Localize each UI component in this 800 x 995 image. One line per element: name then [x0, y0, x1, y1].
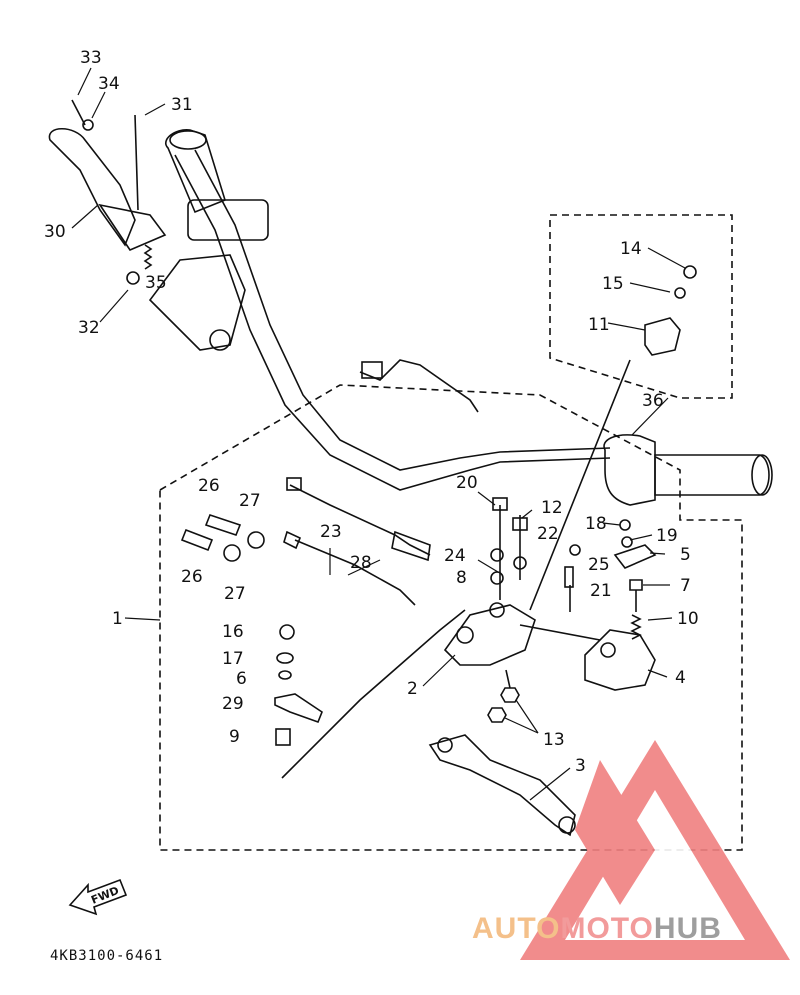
- callout-16: 16: [222, 622, 244, 642]
- nuts: [487, 669, 520, 723]
- lower-left-parts: [274, 609, 466, 779]
- callout-21: 21: [590, 581, 612, 601]
- callout-29: 29: [222, 694, 244, 714]
- callout-18: 18: [585, 514, 607, 534]
- callout-26-top: 26: [198, 476, 220, 496]
- callout-8: 8: [456, 568, 467, 588]
- upper-cable: [359, 359, 479, 413]
- dashed-boundary-switch: [549, 214, 733, 399]
- callout-26-bottom: 26: [181, 567, 203, 587]
- watermark-logo: [520, 740, 790, 960]
- callout-23: 23: [320, 522, 342, 542]
- callout-2: 2: [407, 679, 418, 699]
- brake-lever: [428, 734, 576, 837]
- callout-20: 20: [456, 473, 478, 493]
- part-number: 4KB3100-6461: [50, 948, 163, 964]
- callout-9: 9: [229, 727, 240, 747]
- callout-10: 10: [677, 609, 699, 629]
- callout-34: 34: [98, 74, 120, 94]
- callout-27-top: 27: [239, 491, 261, 511]
- handlebar: [165, 129, 611, 491]
- callout-7: 7: [680, 576, 691, 596]
- callout-1: 1: [112, 609, 123, 629]
- callout-13: 13: [543, 730, 565, 750]
- adjuster-bolts: [180, 514, 265, 562]
- fwd-arrow-icon: FWD: [68, 878, 128, 916]
- lever-holder: [519, 585, 656, 691]
- callout-17: 17: [222, 649, 244, 669]
- switch-housing: [529, 359, 773, 611]
- callout-11: 11: [588, 315, 610, 335]
- callout-25: 25: [588, 555, 610, 575]
- watermark-auto: AUTO: [472, 912, 561, 945]
- callout-27-bottom: 27: [224, 584, 246, 604]
- clutch-cable: [283, 477, 431, 606]
- callout-4: 4: [675, 668, 686, 688]
- callout-3: 3: [575, 756, 586, 776]
- watermark-moto: MOTO: [560, 912, 654, 945]
- leader-lines: [71, 67, 686, 801]
- switch-part: [644, 265, 697, 356]
- callout-30: 30: [44, 222, 66, 242]
- lever-bracket: [443, 497, 536, 666]
- callout-33: 33: [80, 48, 102, 68]
- watermark-hub: HUB: [653, 912, 722, 945]
- callout-14: 14: [620, 239, 642, 259]
- callout-22: 22: [537, 524, 559, 544]
- callout-32: 32: [78, 318, 100, 338]
- watermark-text: AUTOMOTOHUB: [472, 912, 722, 946]
- callout-31: 31: [171, 95, 193, 115]
- callout-labels: 33 34 31 30 35 32 14 15 11 36 20 12 22 1…: [44, 48, 699, 776]
- callout-15: 15: [602, 274, 624, 294]
- callout-6: 6: [236, 669, 247, 689]
- callout-28: 28: [350, 553, 372, 573]
- callout-5: 5: [680, 545, 691, 565]
- callout-35: 35: [145, 273, 167, 293]
- left-lever-assembly: [48, 99, 269, 351]
- dashed-boundary-main: [159, 384, 743, 851]
- callout-19: 19: [656, 526, 678, 546]
- callout-36: 36: [642, 391, 664, 411]
- callout-12: 12: [541, 498, 563, 518]
- callout-24: 24: [444, 546, 466, 566]
